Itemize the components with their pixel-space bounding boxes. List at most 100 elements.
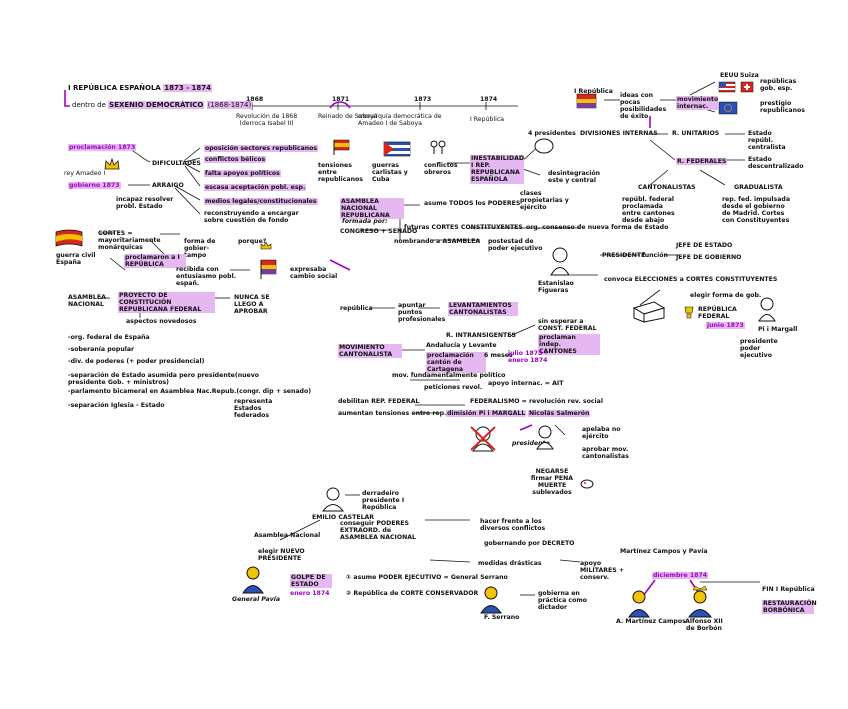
- movimiento-label: movimiento internac.: [676, 96, 719, 111]
- carlistas-label: guerras carlistas y Cuba: [372, 162, 408, 184]
- intransigentes-label: R. INTRANSIGENTES: [446, 332, 516, 339]
- aspecto-1: -org. federal de España: [68, 334, 150, 341]
- proyecto-label: PROYECTO DE CONSTITUCIÓN REPUBLICANA FED…: [118, 292, 215, 314]
- medidas-label: medidas drásticas: [478, 560, 542, 567]
- pavia-name: General Pavía: [232, 596, 281, 603]
- restauracion-label: RESTAURACIÓN BORBÓNICA: [762, 600, 817, 615]
- apelaba-label: apelaba no ejército: [582, 426, 621, 441]
- convoca-label: convoca ELECCIONES a CORTES CONSTITUYENT…: [604, 276, 778, 283]
- dificultad-5: medios legales/constitucionales: [204, 198, 318, 206]
- alfonso-name: Alfonso XII de Borbón: [685, 618, 723, 633]
- figueras-name: Estanislao Figueras: [538, 280, 574, 295]
- conseguir-label: conseguir PODERES EXTRAORD. de ASAMBLEA …: [340, 520, 416, 542]
- futuras-label: futuras CORTES CONSTITUYENTES: [404, 224, 523, 231]
- mcampos-name: A. Martínez Campos: [616, 618, 686, 625]
- junio-label: junio 1873: [706, 322, 745, 330]
- palette-icon: [580, 474, 594, 493]
- asamblea-center: ASAMBLEA NACIONAL REPUBLICANA: [340, 198, 404, 220]
- nunca-label: NUNCA SE LLEGO A APROBAR: [234, 294, 270, 316]
- republicas-label: repúblicas gob. esp.: [760, 78, 797, 93]
- funcion-label: función: [642, 252, 668, 259]
- pi-label: Pi i Margall: [758, 326, 798, 333]
- asamblea-nacional-left: ASAMBLEA NACIONAL: [68, 294, 106, 309]
- castelar-portrait-icon: [320, 486, 346, 516]
- apuntar-label: apuntar puntos profesionales: [398, 302, 446, 324]
- ballot-box-icon: [632, 300, 666, 328]
- year-1871: 1871: [332, 96, 350, 103]
- gobierna-label: gobierna en práctica como dictador: [538, 590, 588, 612]
- num-1-label: ① asume PODER EJECUTIVO = General Serran…: [346, 574, 508, 581]
- forma-label: forma de gobier- tampo: [184, 238, 216, 260]
- fin-label: FIN I República: [762, 586, 815, 593]
- andalucia-label: Andalucía y Levante: [426, 342, 497, 349]
- federales-label: R. FEDERALES: [676, 158, 728, 166]
- jefe-estado: JEFE DE ESTADO: [676, 242, 733, 249]
- num-2-label: ② República de CORTE CONSERVADOR: [346, 590, 479, 597]
- sin-esperar-label: sin esperar a CONST. FEDERAL: [538, 318, 597, 333]
- crown-small-icon: [260, 235, 272, 254]
- workers-icon: [428, 140, 448, 162]
- aumentan-label: aumentan tensiones entre rep.: [338, 410, 447, 417]
- castelar-name: EMILIO CASTELAR: [312, 514, 375, 521]
- inestabilidad-label: INESTABILIDAD I REP. REPUBLICANA ESPAÑOL…: [470, 155, 525, 184]
- ideas-label: ideas con pocas posibilidades de éxito: [620, 92, 667, 121]
- suiza-label: Suiza: [740, 72, 759, 79]
- arraigo-label: ARRAIGO: [152, 182, 184, 189]
- apoyo-militares: apoyo MILITARES + conserv.: [580, 560, 625, 582]
- diciembre-label: diciembre 1874: [652, 572, 709, 580]
- pi-crossed-portrait-icon: [468, 424, 498, 456]
- expresaba-label: expresaba cambio social: [290, 266, 338, 281]
- estado-desc-label: Estado descentralizado: [748, 156, 804, 171]
- pi-desc: presidente poder ejecutivo: [740, 338, 778, 360]
- salmeron-portrait-icon: [534, 424, 556, 454]
- asamblea-castelar: Asamblea Nacional: [254, 532, 321, 539]
- irep-label: I República: [574, 88, 613, 95]
- eu-flag-icon: [718, 100, 738, 119]
- cortes-label: CORTES = mayoritariamente monárquicas: [98, 230, 161, 252]
- aspecto-4: -separación de Estado asumida pero presi…: [68, 372, 259, 387]
- federalismo-label: FEDERALISMO = revolución rev. social: [470, 398, 603, 405]
- republica-label: república: [340, 305, 373, 312]
- serrano-name: F. Serrano: [484, 614, 520, 621]
- cant-desc-label: repúbl. federal proclamada entre cantone…: [622, 196, 675, 225]
- desintegracion-label: desintegración este y central: [548, 170, 601, 185]
- conflictos-label: conflictos obreros: [424, 162, 458, 177]
- presidente-salmeron: presidente: [512, 440, 550, 447]
- usa-flag-icon: [718, 78, 736, 97]
- trophy-icon: [682, 304, 696, 323]
- golpe-label: GOLPE DE ESTADO: [290, 574, 332, 589]
- clases-label: clases propietarias y ejército: [520, 190, 569, 212]
- nombrando-label: nombrando a ASAMBLEA: [394, 238, 481, 245]
- pavia-portrait-icon: [240, 564, 266, 598]
- dificultad-6: reconstruyendo a encargar sobre cuestión…: [204, 210, 299, 225]
- year-1874: 1874: [480, 96, 498, 103]
- figueras-portrait-icon: [548, 246, 572, 280]
- fundamento-label: mov. fundamentalmente político: [392, 372, 506, 379]
- debilitan-label: debilitan REP. FEDERAL: [338, 398, 420, 405]
- serrano-portrait-icon: [478, 584, 504, 618]
- formada-label: formada por:: [342, 218, 388, 225]
- meses-label: 6 meses: [484, 352, 513, 359]
- peticiones-label: peticiones revol.: [424, 384, 483, 391]
- incapaz-label: incapaz resolver probl. Estado: [116, 196, 174, 211]
- dificultades-label: DIFICULTADES: [152, 160, 201, 167]
- aspecto-5: -parlamento bicameral en Asamblea Nac.Re…: [68, 388, 312, 395]
- main-title: I REPÚBLICA ESPAÑOLA 1873 - 1874: [68, 84, 213, 92]
- gradualista-label: GRADUALISTA: [734, 184, 783, 191]
- estado-rep-label: Estado repúbl. centralista: [748, 130, 786, 152]
- alfonso-portrait-icon: [686, 585, 714, 622]
- prestigio-label: prestigio republicanos: [760, 100, 805, 115]
- crown-icon: [104, 155, 120, 174]
- levantamientos-label: LEVANTAMIENTOS CANTONALISTAS: [448, 302, 518, 317]
- concenso-label: org. consenso de nueva forma de Estado: [526, 224, 669, 231]
- elegir-nuevo: elegir NUEVO PRESIDENTE: [258, 548, 305, 563]
- rep-federal-label: REPÚBLICA FEDERAL: [698, 306, 737, 321]
- cuba-flag-icon: [382, 140, 412, 162]
- swiss-flag-icon: [740, 78, 754, 97]
- jefe-gobierno: JEFE DE GOBIERNO: [676, 254, 742, 261]
- representa-label: representa Estados federados: [234, 398, 273, 420]
- presidentes-label: 4 presidentes: [528, 130, 576, 137]
- republic-flag-icon: [258, 258, 280, 284]
- proclamaron-label: proclamaron a I REPÚBLICA: [124, 254, 186, 269]
- year-1868: 1868: [246, 96, 264, 103]
